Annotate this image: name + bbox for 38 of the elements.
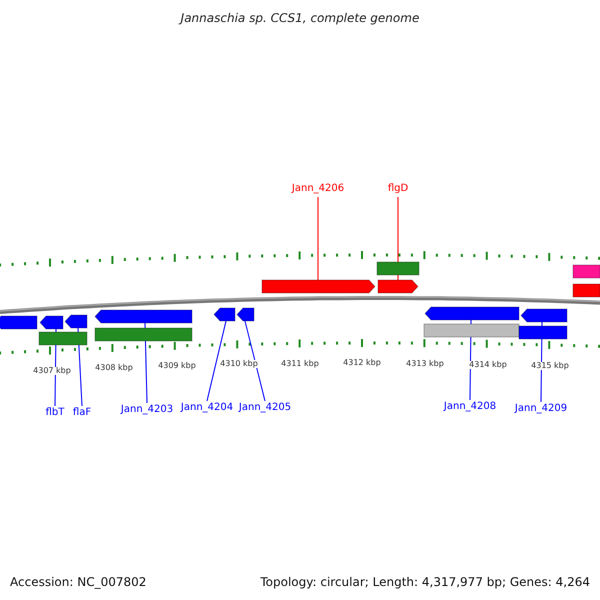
gene-label: flbT xyxy=(46,408,64,418)
gene-feature xyxy=(64,314,88,328)
scale-label: 4310 kbp xyxy=(219,360,259,368)
scale-label: 4313 kbp xyxy=(405,360,445,368)
gene-label: Jann_4205 xyxy=(238,403,292,413)
gene-label: flgD xyxy=(388,184,408,194)
footer-text: Topology: circular; Length: 4,317,977 bp; Genes: 4,264 xyxy=(260,576,590,588)
gene-feature xyxy=(0,316,38,330)
scale-label: 4309 kbp xyxy=(157,362,197,370)
gene-label: Jann_4206 xyxy=(292,184,344,194)
gene-label: Jann_4208 xyxy=(444,402,496,412)
scale-label: 4308 kbp xyxy=(94,364,134,372)
gene-label: Jann_4203 xyxy=(120,405,174,415)
title: Jannaschia sp. CCS1, complete genome xyxy=(180,12,420,24)
gene-feature xyxy=(94,328,192,342)
gene-feature xyxy=(376,262,420,276)
gene-feature xyxy=(378,280,419,294)
gene-feature xyxy=(572,264,600,278)
leader-line xyxy=(206,320,226,402)
scale-label: 4311 kbp xyxy=(280,360,320,368)
leader-line xyxy=(244,320,266,402)
gene-feature xyxy=(520,308,568,322)
gene-feature xyxy=(94,310,192,324)
gene-label: flaF xyxy=(72,408,92,418)
scale-label: 4314 kbp xyxy=(468,361,508,369)
gene-label: Jann_4209 xyxy=(514,404,568,414)
gene-label: Jann_4204 xyxy=(180,403,234,413)
gene-feature xyxy=(38,332,88,346)
scale-label: 4307 kbp xyxy=(32,367,72,375)
scale-label: 4315 kbp xyxy=(530,362,570,370)
gene-feature xyxy=(39,316,64,330)
footer-text: Accession: NC_007802 xyxy=(10,576,146,588)
gene-feature xyxy=(213,308,236,322)
gene-feature xyxy=(518,326,568,340)
gene-feature xyxy=(236,308,254,322)
gene-feature xyxy=(572,284,600,298)
gene-feature xyxy=(424,324,520,338)
scale-label: 4312 kbp xyxy=(342,359,382,367)
